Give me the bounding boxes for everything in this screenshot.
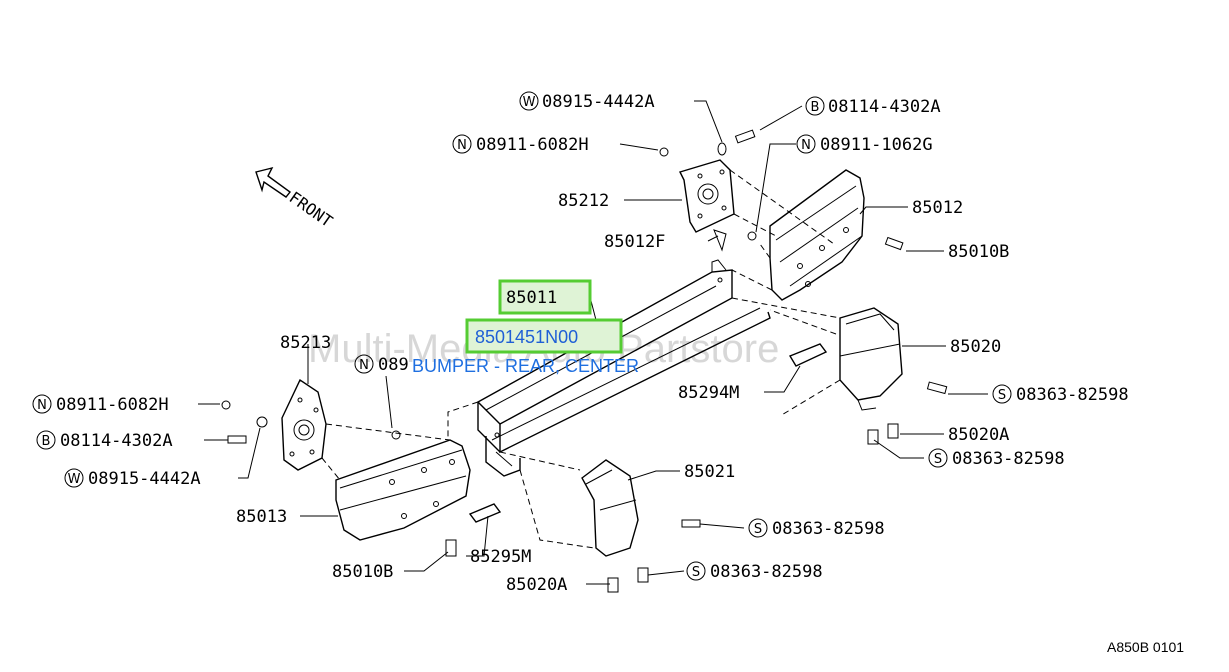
svg-text:08911-1062G: 08911-1062G	[820, 135, 933, 155]
svg-text:08911-6082H: 08911-6082H	[476, 135, 589, 155]
svg-text:N: N	[37, 398, 47, 413]
highlight-part-info[interactable]: 8501451N00 BUMPER - REAR, CENTER	[412, 318, 639, 376]
callout-85021[interactable]: 85021	[684, 462, 735, 482]
callout-85294M[interactable]: 85294M	[678, 383, 739, 403]
step-corner-85020	[839, 307, 903, 411]
svg-text:S: S	[934, 452, 942, 467]
svg-text:08915-4442A: 08915-4442A	[88, 469, 201, 489]
callout-85013[interactable]: 85013	[236, 507, 287, 527]
callout-85012F[interactable]: 85012F	[604, 232, 665, 252]
callout-s-08363-82598-d[interactable]: S 08363-82598	[686, 561, 823, 582]
callout-s-08363-82598-a[interactable]: S 08363-82598	[992, 384, 1129, 405]
svg-text:N: N	[359, 358, 369, 373]
highlight-description: BUMPER - REAR, CENTER	[412, 356, 639, 376]
callout-n-08911-6082H-top[interactable]: N 08911-6082H	[452, 134, 589, 155]
leader-lines	[198, 100, 988, 585]
svg-text:08915-4442A: 08915-4442A	[542, 92, 655, 112]
svg-text:85011: 85011	[506, 288, 557, 308]
callout-n-089-partial[interactable]: N 089	[354, 354, 409, 375]
bracket-85294M	[788, 343, 828, 367]
callout-85012[interactable]: 85012	[912, 198, 963, 218]
assembly-dashed-lines	[321, 169, 841, 549]
fasteners	[221, 129, 948, 593]
svg-text:S: S	[692, 565, 700, 580]
step-corner-85021	[581, 459, 639, 557]
svg-text:08363-82598: 08363-82598	[772, 519, 885, 539]
svg-text:08363-82598: 08363-82598	[710, 562, 823, 582]
svg-text:S: S	[754, 522, 762, 537]
svg-text:S: S	[998, 388, 1006, 403]
svg-text:N: N	[801, 138, 811, 153]
diagram-code: A850B 0101	[1107, 639, 1184, 655]
callout-b-08114-4302A-top[interactable]: B 08114-4302A	[805, 96, 941, 117]
bracket-85295M	[468, 503, 502, 523]
svg-text:08911-6082H: 08911-6082H	[56, 395, 169, 415]
front-arrow: FRONT	[255, 166, 337, 231]
svg-text:08114-4302A: 08114-4302A	[60, 431, 173, 451]
svg-text:08363-82598: 08363-82598	[1016, 385, 1129, 405]
svg-text:N: N	[457, 138, 467, 153]
callout-s-08363-82598-c[interactable]: S 08363-82598	[748, 518, 885, 539]
callout-85212[interactable]: 85212	[558, 191, 609, 211]
bumper-end-85013	[335, 439, 471, 541]
callout-85020A-left[interactable]: 85020A	[506, 575, 567, 595]
callout-w-08915-4442A-top[interactable]: W 08915-4442A	[519, 91, 655, 112]
svg-text:B: B	[811, 100, 820, 115]
highlight-part-number: 8501451N00	[475, 327, 578, 347]
callout-85010B-left[interactable]: 85010B	[332, 562, 393, 582]
callout-w-08915-4442A-left[interactable]: W 08915-4442A	[64, 468, 201, 489]
callout-85020A-right[interactable]: 85020A	[948, 425, 1009, 445]
callout-s-08363-82598-b[interactable]: S 08363-82598	[928, 448, 1065, 469]
callout-b-08114-4302A-left[interactable]: B 08114-4302A	[36, 430, 173, 451]
callout-85213[interactable]: 85213	[280, 333, 331, 353]
svg-text:B: B	[42, 434, 51, 449]
callout-n-08911-6082H-left[interactable]: N 08911-6082H	[32, 394, 169, 415]
svg-text:W: W	[523, 95, 536, 110]
bumper-end-85012	[769, 169, 865, 301]
svg-text:08114-4302A: 08114-4302A	[828, 97, 941, 117]
callout-85011-highlighted[interactable]: 85011	[498, 279, 592, 315]
bracket-85213	[281, 378, 327, 471]
front-label: FRONT	[286, 188, 337, 231]
svg-text:08363-82598: 08363-82598	[952, 449, 1065, 469]
callout-85010B-right[interactable]: 85010B	[948, 242, 1009, 262]
callout-85020[interactable]: 85020	[950, 337, 1001, 357]
svg-text:089: 089	[378, 355, 409, 375]
callout-85295M[interactable]: 85295M	[470, 547, 531, 567]
svg-text:W: W	[68, 472, 81, 487]
callout-n-08911-1062G[interactable]: N 08911-1062G	[796, 134, 933, 155]
bracket-85212	[679, 159, 735, 233]
